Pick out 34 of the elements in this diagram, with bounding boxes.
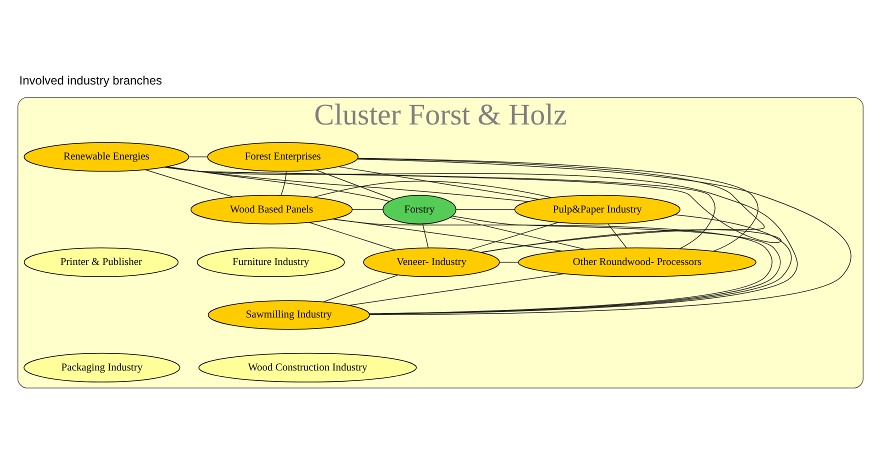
node-ellipse: Pulp&Paper Industry [514, 194, 680, 224]
connector [280, 170, 287, 195]
node-ellipse: Renewable Energies [24, 142, 190, 172]
connector [422, 223, 429, 248]
node-ellipse: Veneer- Industry [363, 247, 500, 277]
diagram-title: Involved industry branches [19, 73, 162, 88]
connector [348, 272, 566, 306]
node-ellipse: Printer & Publisher [24, 247, 179, 277]
connector [144, 168, 234, 197]
connector [499, 261, 518, 262]
connector [450, 216, 586, 250]
connector [165, 166, 529, 202]
connector [308, 221, 396, 250]
connector [166, 166, 390, 202]
connector [188, 156, 208, 157]
node-ellipse: Forstry [382, 194, 456, 224]
connector [352, 208, 384, 210]
node-ellipse: Packaging Industry [24, 352, 180, 382]
connector [164, 166, 798, 314]
node-ellipse: Forest Enterprises [207, 142, 359, 172]
node-ellipse: Sawmilling Industry [208, 300, 370, 330]
connector [456, 208, 515, 210]
connector [608, 223, 627, 248]
node-ellipse: Wood Construction Industry [198, 352, 417, 382]
connector [468, 221, 560, 250]
connector [357, 158, 852, 315]
connector [332, 218, 563, 251]
connector [338, 166, 540, 200]
node-ellipse: Wood Based Panels [190, 194, 353, 224]
connector [312, 180, 552, 198]
connector [315, 169, 394, 200]
node-ellipse: Other Roundwood- Processors [518, 247, 756, 277]
connector [322, 274, 399, 302]
node-ellipse: Furniture Industry [196, 247, 345, 277]
